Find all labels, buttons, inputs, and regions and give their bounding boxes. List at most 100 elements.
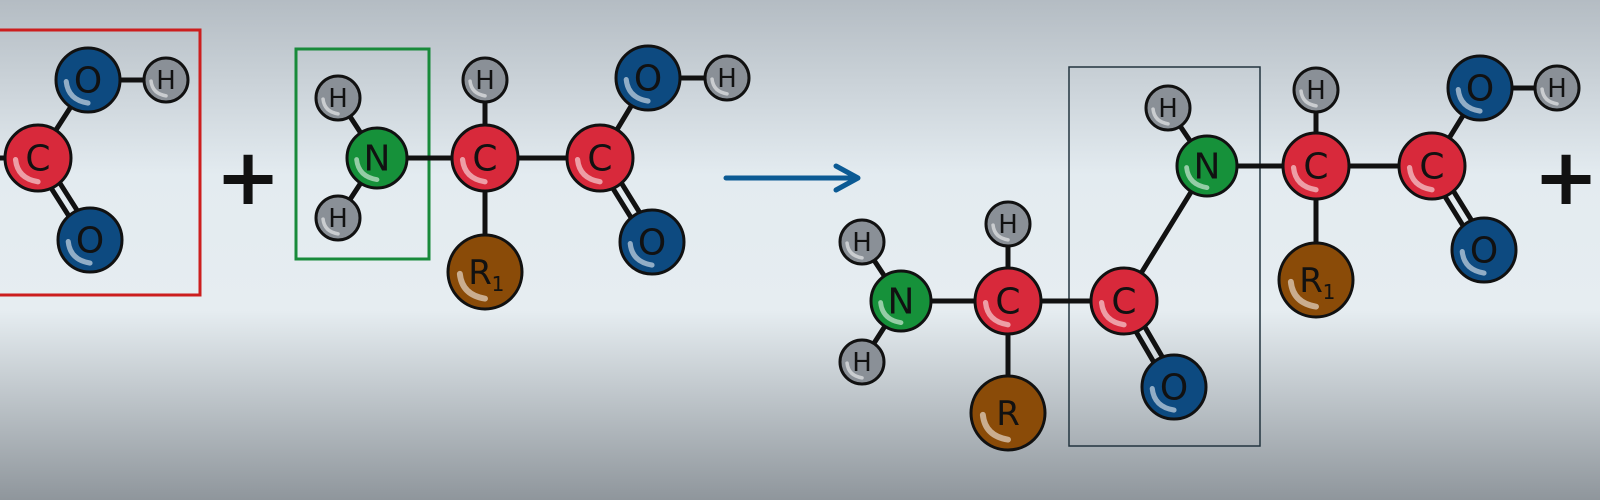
- atom-highlight: [149, 79, 168, 98]
- atom-label: O: [1470, 231, 1498, 272]
- atom-label: H: [1306, 76, 1326, 106]
- atom-label: R: [1299, 261, 1323, 301]
- atom-label: H: [1547, 74, 1567, 104]
- hydrogen-atom: H: [1292, 66, 1340, 114]
- atom-highlight: [1299, 89, 1318, 108]
- atom-label: O: [1160, 368, 1188, 409]
- hydrogen-atom: H: [461, 56, 509, 104]
- atom-label: H: [717, 64, 737, 94]
- atom-highlight: [574, 157, 603, 185]
- oxygen-atom: O: [1446, 54, 1514, 122]
- atom-subscript: 1: [1323, 280, 1336, 304]
- atom-label: C: [1303, 147, 1328, 188]
- atom-highlight: [63, 79, 91, 106]
- nitrogen-atom: N: [345, 126, 409, 190]
- atom-label: N: [364, 139, 391, 180]
- hydrogen-atom: H: [703, 54, 751, 102]
- atom-highlight: [1455, 87, 1483, 114]
- atom-label: H: [852, 228, 872, 258]
- hydrogen-atom: H: [984, 200, 1032, 248]
- carbon-atom: C: [565, 123, 635, 193]
- atom-highlight: [321, 217, 340, 236]
- atom-label: H: [1158, 94, 1178, 124]
- hydrogen-atom: H: [838, 338, 886, 386]
- atom-label: H: [328, 84, 348, 114]
- atom-highlight: [710, 77, 729, 96]
- atom-subscript: 1: [492, 272, 505, 296]
- oxygen-atom: O: [614, 44, 682, 112]
- atom-highlight: [321, 97, 340, 116]
- atom-label: O: [634, 59, 662, 100]
- oxygen-atom: O: [56, 206, 124, 274]
- atom-highlight: [1149, 386, 1177, 413]
- carbon-atom: C: [1089, 266, 1159, 336]
- atom-label: C: [1419, 147, 1444, 188]
- atom-highlight: [1098, 300, 1127, 328]
- atom-label: C: [25, 139, 50, 180]
- atom-highlight: [627, 241, 655, 268]
- atom-highlight: [1540, 87, 1559, 106]
- plus-icon: +: [1533, 133, 1598, 223]
- atom-highlight: [12, 157, 41, 185]
- atom-highlight: [1406, 165, 1435, 193]
- atom-label: H: [328, 204, 348, 234]
- oxygen-atom: O: [618, 208, 686, 276]
- atom-label: C: [995, 282, 1020, 323]
- atom-highlight: [623, 77, 651, 104]
- plus-icon: +: [215, 133, 280, 223]
- arrow-right-icon: [723, 163, 861, 193]
- atom-label: R: [468, 253, 492, 293]
- atom-label: H: [852, 348, 872, 378]
- atom-label: C: [472, 139, 497, 180]
- atom-label: O: [1466, 69, 1494, 110]
- atom-highlight: [1184, 165, 1210, 190]
- atom-highlight: [468, 79, 487, 98]
- atom-highlight: [456, 270, 488, 302]
- carbon-atom: C: [1281, 131, 1351, 201]
- atom-highlight: [65, 239, 93, 266]
- atom-highlight: [878, 300, 904, 325]
- hydrogen-atom: H: [838, 218, 886, 266]
- hydrogen-atom: H: [314, 194, 362, 242]
- atom-highlight: [982, 300, 1011, 328]
- hydrogen-atom: H: [1533, 64, 1581, 112]
- atom-label: N: [1194, 147, 1221, 188]
- carbon-atom: C: [973, 266, 1043, 336]
- oxygen-atom: O: [1450, 216, 1518, 284]
- atom-highlight: [845, 361, 864, 380]
- atom-highlight: [354, 157, 380, 182]
- atom-label: N: [888, 282, 915, 323]
- carboxyl-group-box: [0, 28, 202, 297]
- atom-label: R: [996, 394, 1020, 434]
- amino-group-box: [294, 47, 431, 261]
- atom-highlight: [1151, 107, 1170, 126]
- atom-highlight: [1459, 249, 1487, 276]
- atom-highlight: [979, 411, 1011, 443]
- carbon-atom: C: [3, 123, 73, 193]
- atom-highlight: [1287, 278, 1319, 310]
- atom-label: C: [1111, 282, 1136, 323]
- hydrogen-atom: H: [142, 56, 190, 104]
- carbon-atom: C: [1397, 131, 1467, 201]
- oxygen-atom: O: [54, 46, 122, 114]
- hydrogen-atom: H: [1144, 84, 1192, 132]
- nitrogen-atom: N: [869, 269, 933, 333]
- atom-label: O: [74, 61, 102, 102]
- atom-label: C: [587, 139, 612, 180]
- atom-label: O: [638, 223, 666, 264]
- atom-highlight: [845, 241, 864, 260]
- nitrogen-atom: N: [1175, 134, 1239, 198]
- oxygen-atom: O: [1140, 353, 1208, 421]
- hydrogen-atom: H: [314, 74, 362, 122]
- atom-label: H: [156, 66, 176, 96]
- atom-label: O: [76, 221, 104, 262]
- peptide-bond-box: [1068, 66, 1261, 447]
- atom-highlight: [991, 223, 1010, 242]
- r-group-atom: R: [969, 374, 1047, 452]
- atom-label: H: [998, 210, 1018, 240]
